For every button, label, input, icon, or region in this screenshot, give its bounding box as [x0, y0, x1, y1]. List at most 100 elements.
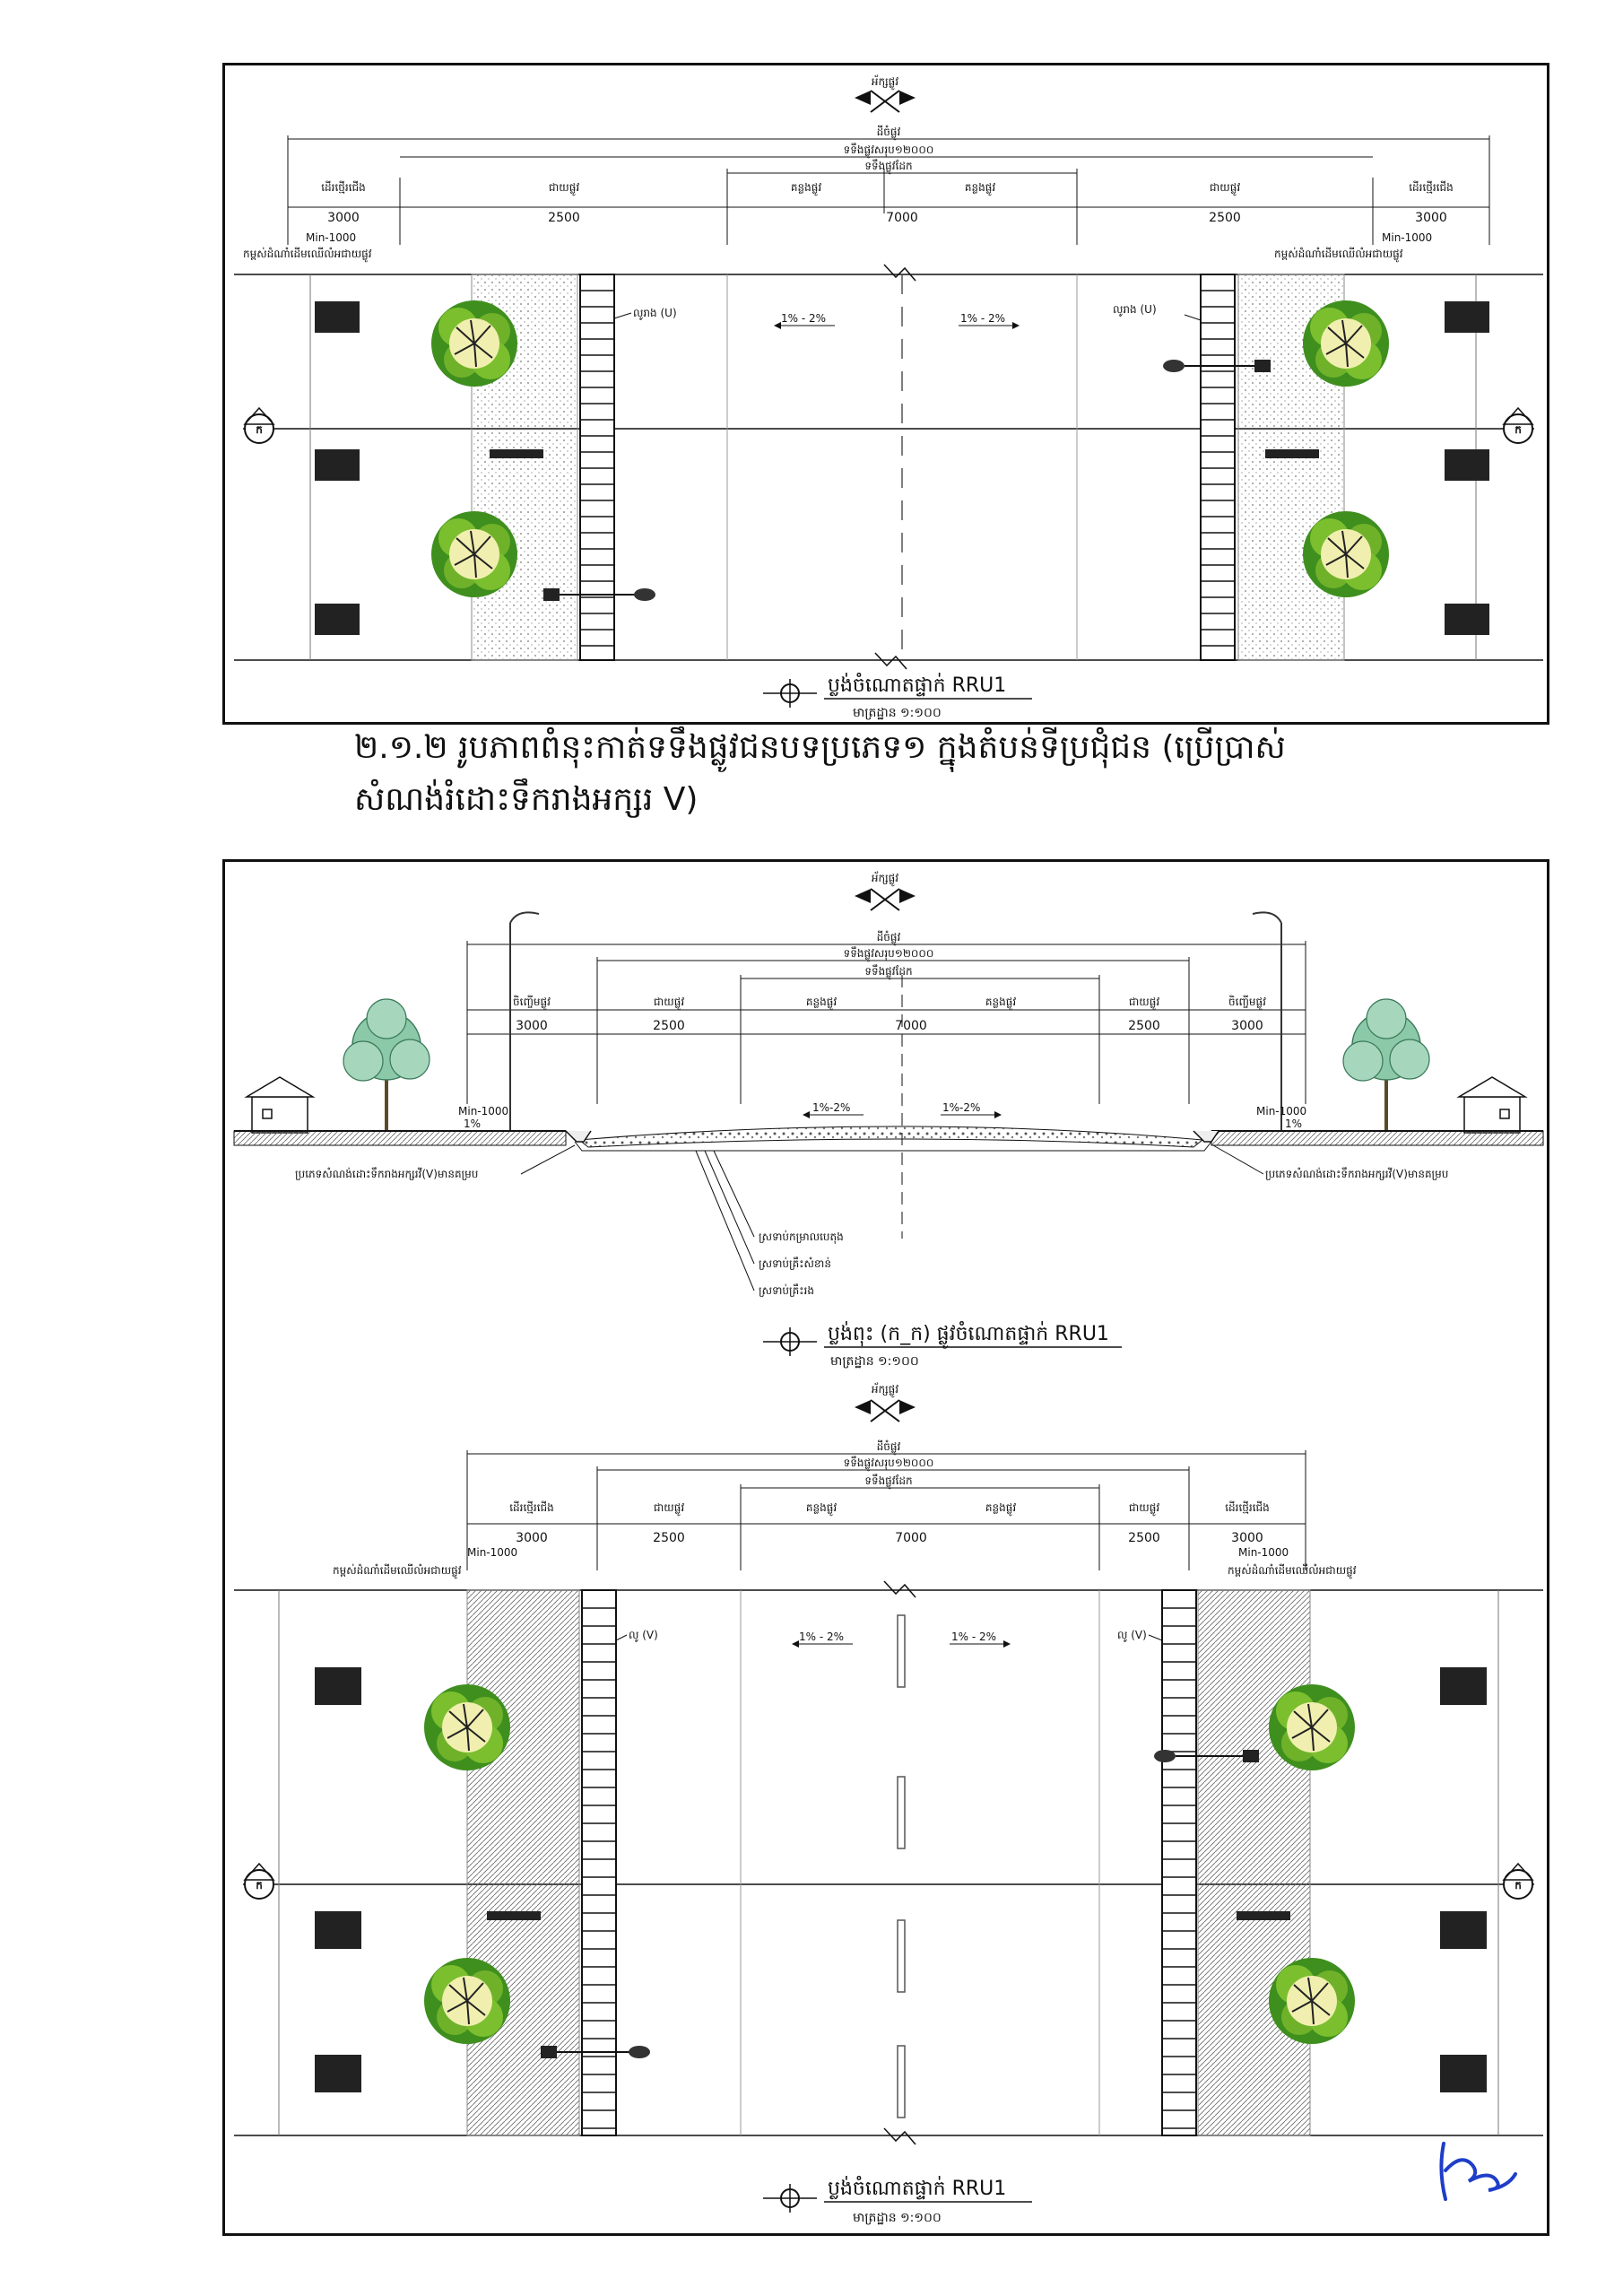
section-marker-left-label: ក [256, 1879, 263, 1892]
section-marker-right: ក [1502, 1862, 1534, 1900]
slope-right-label: 1% - 2% [951, 1631, 996, 1643]
pavement-section [577, 1126, 1204, 1148]
width-sidewalk-left: 3000 [516, 1019, 548, 1033]
tree-icon [430, 300, 518, 387]
row-total-label: ដីចំផ្លូវ [877, 1439, 901, 1456]
lane-divider-marks [897, 1614, 906, 2118]
layer3-label: ស្រទាប់គ្រឹះរង [759, 1283, 814, 1297]
lane-right-label: គន្លងផ្លូវ [965, 181, 995, 196]
drain-note-right: ប្រភេទសំណង់ដោះទឹករាងអក្សរវី(V)មានគម្រប [1265, 1167, 1449, 1180]
shoulder-right-label: ជាយផ្លូវ [1210, 181, 1240, 196]
light-pole-left [509, 911, 540, 1131]
width-sidewalk-right: 3000 [1231, 1019, 1263, 1033]
width-carriage: 7000 [886, 211, 918, 225]
tree-elevation-icon [1341, 997, 1431, 1133]
sidewalk-right-label: ដើរថ្មើរជើង [1409, 180, 1454, 194]
sidewalk-right-label: ដើរថ្មើរជើង [1225, 1500, 1270, 1514]
drain-right [1161, 1589, 1197, 2136]
section-marker-left: ក [243, 406, 275, 444]
width-shoulder-left: 2500 [548, 211, 580, 225]
drain-right [1200, 274, 1236, 661]
plan-view-u-drain: អ័ក្សផ្លូវ ដីចំផ្លូវ ទទឹងផ្លូវសរុប១២០០០ … [222, 63, 1549, 725]
section-heading-line2: សំណង់រំដោះទឹករាងអក្សរ V) [354, 781, 699, 818]
section-heading-line1: ២.១.២ រូបភាពពំនុះកាត់ទទឹងផ្លូវជនបទប្រភេទ… [354, 729, 1286, 766]
min-left-label: Min-1000 [458, 1105, 508, 1118]
building-block [1445, 301, 1489, 333]
lane-left-label: គន្លងផ្លូវ [806, 996, 837, 1011]
tree-zone-left-label: កម្ពស់ដំណាំដើមឈើលំអជាយផ្លូវ [243, 247, 372, 263]
building-block [315, 1911, 361, 1949]
cross-section-and-plan-v: អ័ក្សផ្លូវ ដីចំផ្លូវ ទទឹងផ្លូវសរុប១២០០០ … [222, 859, 1549, 2236]
building-block [315, 604, 360, 635]
centerline-symbol: អ័ក្សផ្លូវ [855, 74, 916, 113]
light-pole-right [1252, 911, 1282, 1131]
drain-left-label: លូរាង (U) [633, 307, 677, 320]
drain-right-label: លូរាង (U) [1113, 303, 1157, 317]
sidewalk-left-label: ដើរថ្មើរជើង [321, 180, 366, 194]
slope-left-label: 1% - 2% [799, 1631, 844, 1643]
planting-strip-left [466, 1589, 580, 2136]
building-block [1445, 449, 1489, 481]
centerline-symbol: អ័ក្សផ្លូវ [855, 871, 916, 911]
drain-left [581, 1589, 617, 2136]
lane-left-label: គន្លងផ្លូវ [791, 181, 821, 196]
dimension-lines [287, 135, 1490, 245]
section-title: ប្លង់ពុះ (ក_ក) ផ្លូវចំណោតផ្ទាក់ RRU1 [828, 1321, 1109, 1349]
tree-icon [1268, 1683, 1356, 1771]
centerline-label: អ័ក្សផ្លូវ [872, 74, 898, 91]
row-paved-label: ទទឹងផ្លូវសរុប១២០០០ [844, 946, 934, 962]
sidewalk-left-label: ដើរថ្មើរជើង [509, 1500, 554, 1514]
tree-elevation-icon [342, 997, 431, 1133]
v-drain-right [1193, 1130, 1219, 1143]
building-block [1440, 1667, 1487, 1705]
slope-right-label: 1% - 2% [960, 312, 1005, 325]
lane-left-label: គន្លងផ្លូវ [806, 1501, 837, 1517]
layer2-label: ស្រទាប់គ្រឹះសំខាន់ [759, 1257, 831, 1270]
section-marker-right-label: ក [1515, 1879, 1522, 1892]
width-carriage: 7000 [895, 1531, 927, 1545]
shoulder-left-label: ជាយផ្លូវ [654, 1501, 684, 1517]
tree-icon [423, 1683, 511, 1771]
slope-right-label: 1%-2% [942, 1101, 980, 1114]
shoulder-left-label: ជាយផ្លូវ [654, 996, 684, 1011]
house-left [244, 1076, 316, 1134]
width-sidewalk-left: 3000 [516, 1531, 548, 1545]
tree-zone-right-label: កម្ពស់ដំណាំដើមឈើលំអជាយផ្លូវ [1274, 247, 1403, 263]
sidewalk-right-label: ចិញ្ចើមផ្លូវ [1228, 995, 1266, 1011]
street-lamp-icon [541, 2046, 650, 2058]
section-v-drawing: អ័ក្សផ្លូវ ដីចំផ្លូវ ទទឹងផ្លូវសរុប១២០០០ … [233, 871, 1544, 2225]
drain-left [579, 274, 615, 661]
plan1-scale: មាត្រដ្ឋាន ១:១០០ [853, 706, 942, 720]
centerline-label: អ័ក្សផ្លូវ [872, 871, 898, 887]
sidewalk-left-label: ចិញ្ចើមផ្លូវ [513, 995, 551, 1011]
row-paved-label: ទទឹងផ្លូវសរុប១២០០០ [844, 143, 934, 159]
plan1-title: ប្លង់ចំណោតផ្ទាក់ RRU1 [828, 673, 1006, 697]
bench [487, 1911, 541, 1920]
row-carriage-label: ទទឹងផ្លូវដែក [864, 1474, 912, 1490]
lane-right-label: គន្លងផ្លូវ [985, 996, 1016, 1011]
width-sidewalk-left: 3000 [327, 211, 360, 225]
building-block [315, 2055, 361, 2092]
building-block [315, 301, 360, 333]
plan2-scale: មាត្រដ្ឋាន ១:១០០ [853, 2211, 942, 2225]
plan-u-drawing: អ័ក្សផ្លូវ ដីចំផ្លូវ ទទឹងផ្លូវសរុប១២០០០ … [234, 74, 1543, 720]
section-scale: មាត្រដ្ឋាន ១:១០០ [830, 1354, 919, 1369]
width-shoulder-left: 2500 [653, 1531, 685, 1545]
width-shoulder-left: 2500 [653, 1019, 685, 1033]
width-shoulder-right: 2500 [1128, 1019, 1160, 1033]
signature-mark [1439, 2142, 1517, 2201]
width-carriage: 7000 [895, 1019, 927, 1033]
row-total-label: ដីចំផ្លូវ [877, 125, 901, 141]
row-paved-label: ទទឹងផ្លូវសរុប១២០០០ [844, 1456, 934, 1472]
tree-icon [1302, 300, 1390, 387]
width-shoulder-right: 2500 [1128, 1531, 1160, 1545]
drain-left-label: លូ (V) [629, 1629, 658, 1642]
tree-icon [1268, 1957, 1356, 2045]
row-total-label: ដីចំផ្លូវ [877, 930, 901, 946]
width-sidewalk-right: 3000 [1231, 1531, 1263, 1545]
side-slope-left: 1% [464, 1118, 481, 1130]
min-right-label: Min-1000 [1238, 1546, 1289, 1559]
building-block [1445, 604, 1489, 635]
min-left-label: Min-1000 [306, 231, 356, 244]
bench [490, 449, 543, 458]
